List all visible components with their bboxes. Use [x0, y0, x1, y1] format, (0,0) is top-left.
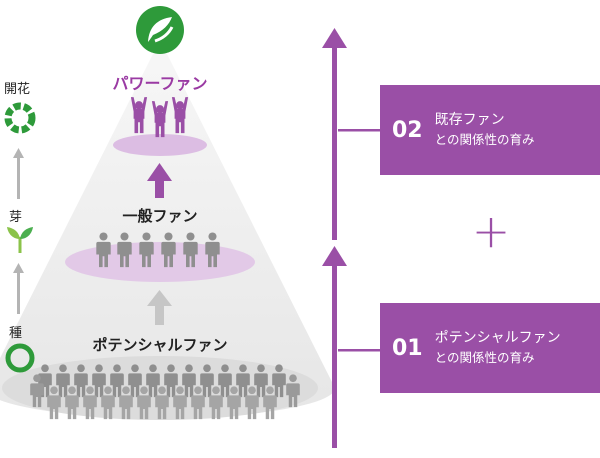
bloom-label: 開花 — [4, 82, 31, 97]
gray-up-arrow — [147, 290, 172, 325]
box-subtitle: との関係性の育み — [434, 350, 535, 365]
box-text: 既存ファン との関係性の育み — [435, 110, 535, 150]
seed-label: 種 — [9, 326, 23, 341]
box-subtitle: との関係性の育み — [434, 132, 535, 147]
plus-sign: + — [471, 204, 511, 258]
box-title: 既存ファン — [434, 112, 505, 128]
existing-fan-box: 02 既存ファン との関係性の育み — [380, 85, 600, 175]
purple-vertical-arrows — [322, 28, 384, 448]
box-number: 01 — [392, 335, 423, 361]
power-fan-label: パワーファン — [112, 74, 208, 93]
potential-fan-label: ポテンシャルファン — [92, 336, 228, 354]
general-fan-label: 一般ファン — [122, 207, 198, 225]
box-number: 02 — [392, 117, 423, 143]
box-text: ポテンシャルファン との関係性の育み — [435, 328, 561, 368]
general-ellipse — [65, 242, 255, 282]
box-title: ポテンシャルファン — [434, 330, 561, 346]
seed-ring-icon — [5, 343, 35, 373]
flower-ring-icon — [4, 102, 36, 134]
cone-shape — [0, 40, 335, 418]
potential-fan-box: 01 ポテンシャルファン との関係性の育み — [380, 303, 600, 393]
leaf-logo-icon — [136, 6, 184, 54]
growth-arrows — [13, 148, 24, 314]
sprout-label: 芽 — [9, 210, 23, 225]
power-ellipse — [113, 134, 207, 156]
purple-up-arrow — [147, 163, 172, 198]
sprout-icon — [7, 227, 33, 253]
